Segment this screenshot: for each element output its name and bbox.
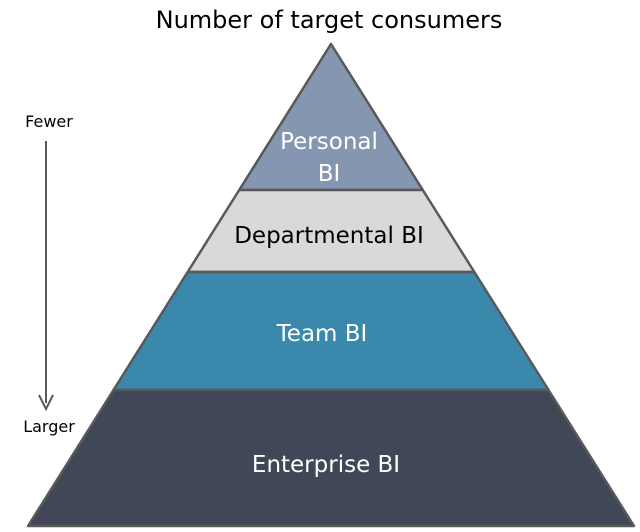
scale-indicator: Fewer Larger [23,112,75,436]
scale-top-label: Fewer [25,112,73,131]
tier-personal-bi-label: Personal [280,129,378,155]
tier-departmental-bi-label: Departmental BI [234,223,424,249]
tier-enterprise-bi-label: Enterprise BI [252,452,400,478]
tier-departmental-bi: Departmental BI [186,188,476,274]
tier-enterprise-bi-shape [26,388,636,528]
tier-team-bi-label: Team BI [276,321,368,347]
tier-personal-bi-label: BI [318,161,341,187]
tier-team-bi: Team BI [112,270,550,392]
tier-enterprise-bi: Enterprise BI [26,388,636,528]
diagram-title: Number of target consumers [156,6,503,34]
arrow-down-icon [38,394,54,412]
scale-bottom-label: Larger [23,417,75,436]
